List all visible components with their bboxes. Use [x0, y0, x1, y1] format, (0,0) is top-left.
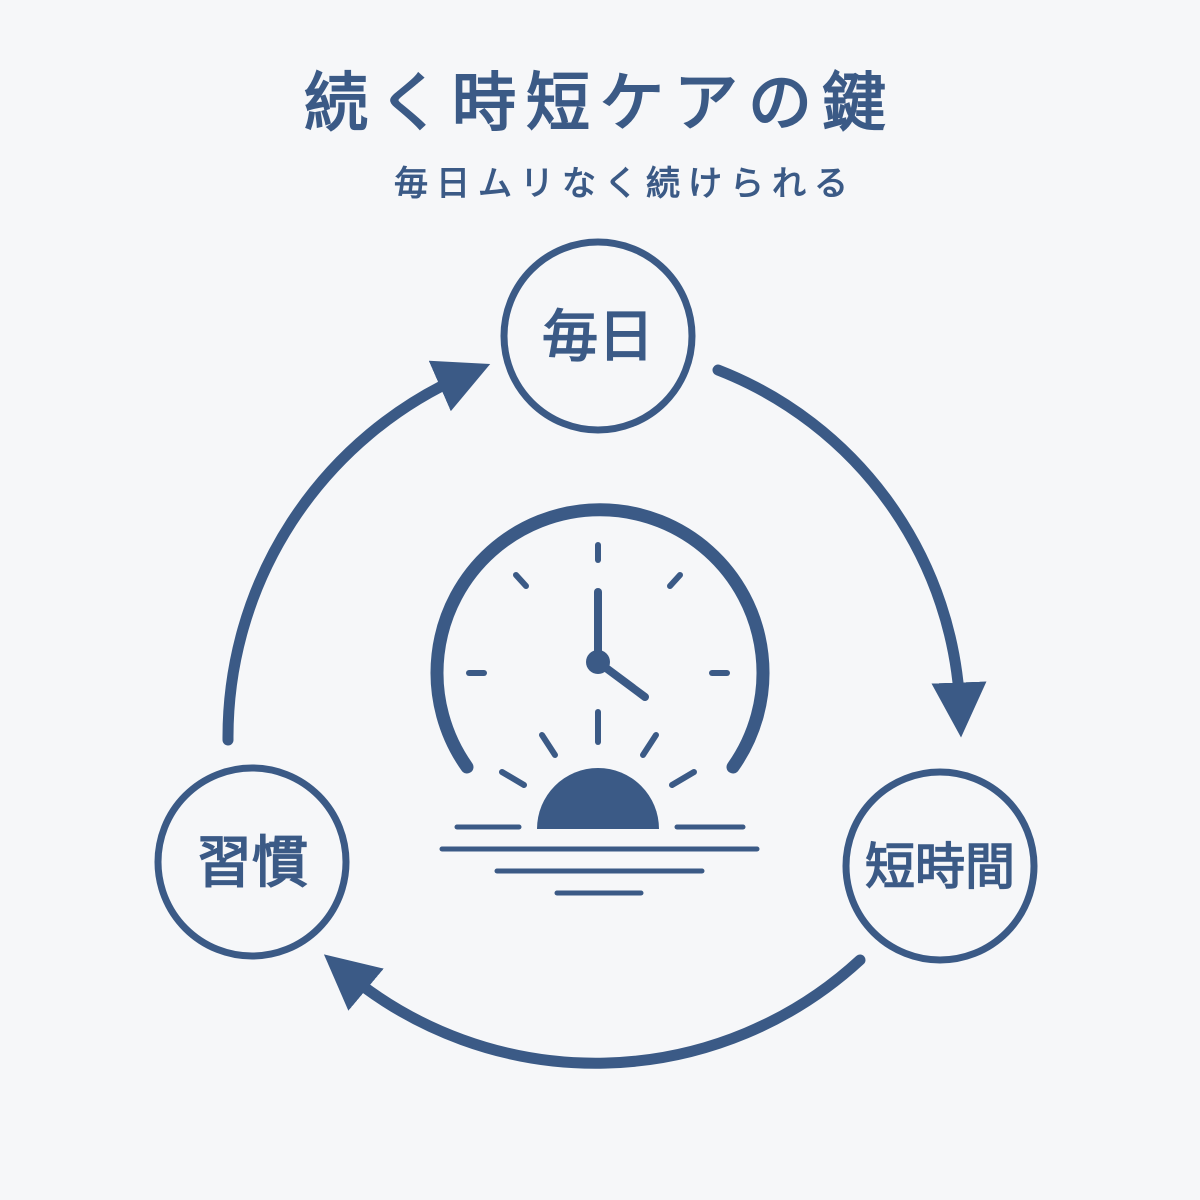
cycle-node-daily: 毎日: [500, 238, 696, 434]
node-label-daily: 毎日: [542, 305, 654, 370]
sun-ray: [669, 769, 697, 788]
sunrise-clock-icon: [430, 503, 770, 896]
clock-tick-1030: [513, 572, 529, 589]
cycle-node-short-time: 短時間: [842, 768, 1038, 964]
arrow-daily-to-short-time: [712, 364, 987, 738]
sun-ray: [640, 732, 659, 758]
clock-rim: [430, 503, 770, 774]
cycle-node-habit: 習慣: [154, 764, 350, 960]
node-label-habit: 習慣: [196, 831, 308, 896]
node-label-short-time: 短時間: [865, 838, 1015, 896]
page-title: 続く時短ケアの鍵: [304, 67, 896, 141]
arrow-habit-to-daily: [222, 360, 491, 746]
sun-ray: [499, 769, 527, 788]
sun-ray: [539, 732, 558, 758]
clock-center: [586, 650, 610, 674]
clock-tick-130: [667, 572, 683, 589]
page-subtitle: 毎日ムリなく続けられる: [394, 164, 856, 204]
rising-sun: [537, 768, 659, 829]
arrow-short-time-to-habit: [323, 954, 866, 1069]
